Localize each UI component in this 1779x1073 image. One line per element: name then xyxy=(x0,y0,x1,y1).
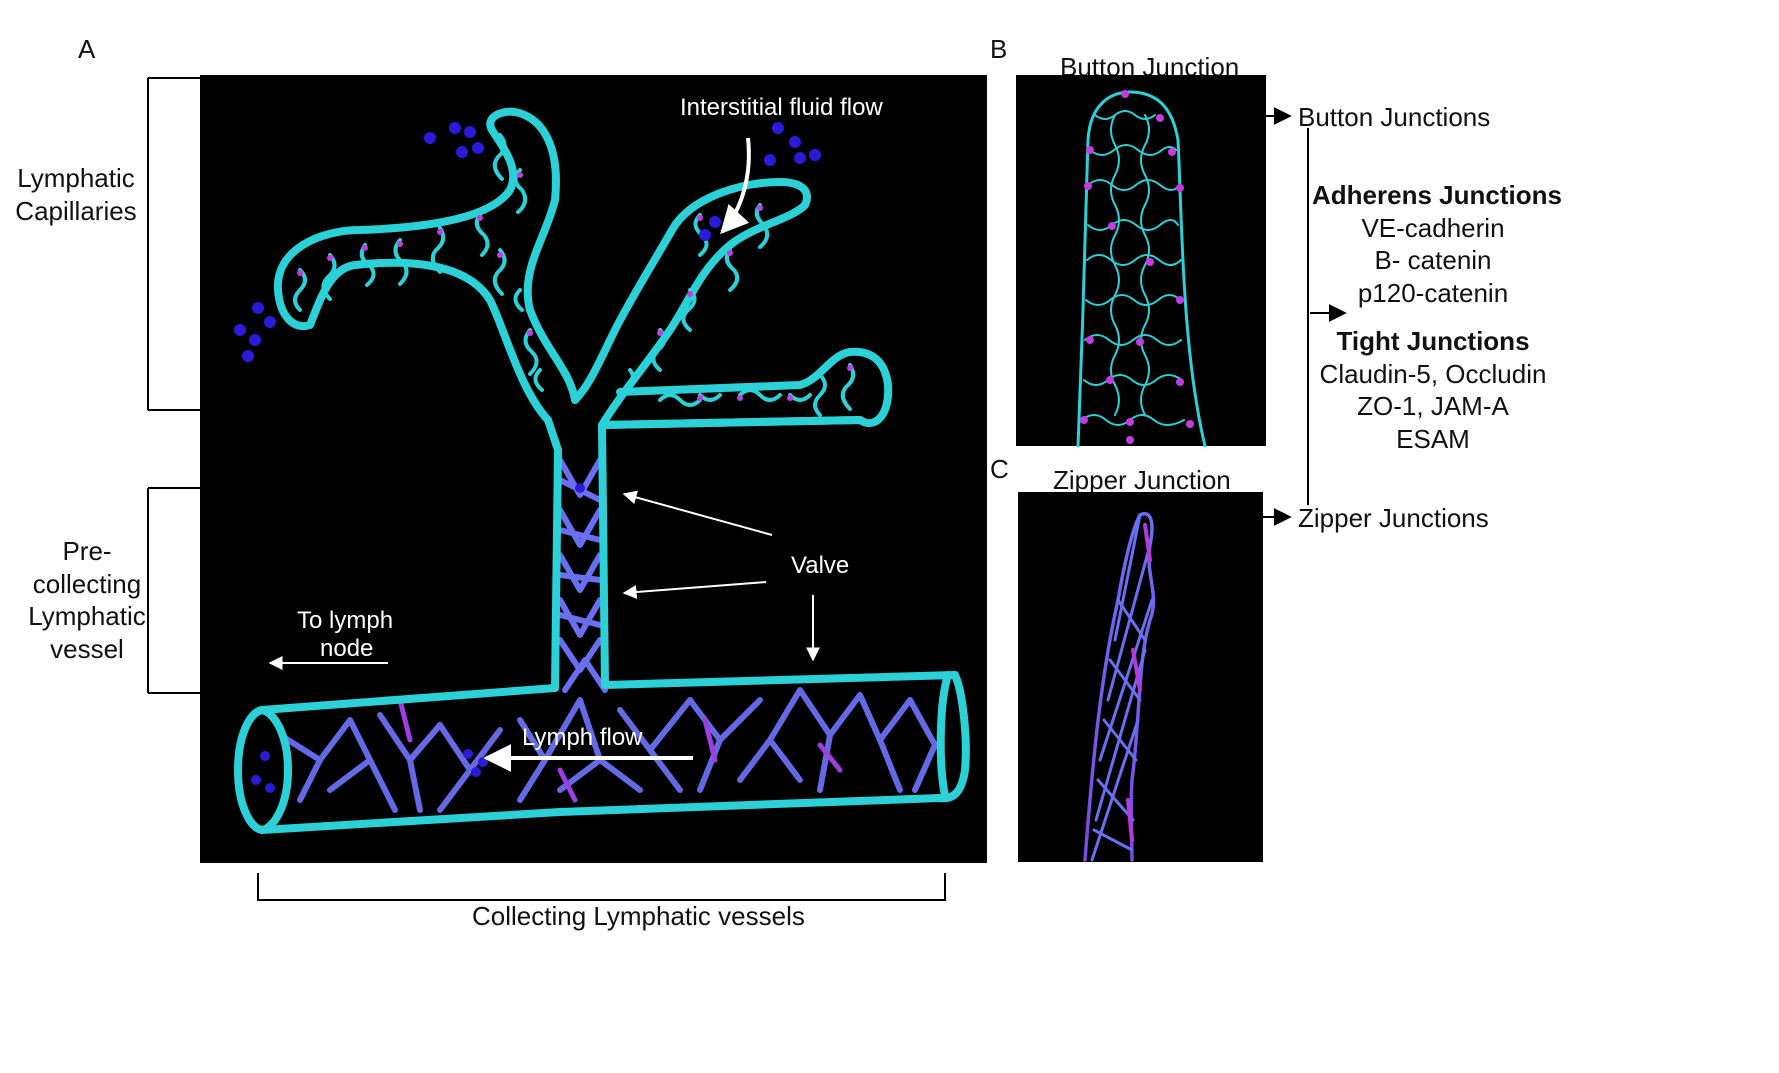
adherens-junctions-list: Adherens Junctions VE-cadherin B- cateni… xyxy=(1312,179,1562,309)
label-lymphatic-capillaries: Lymphatic Capillaries xyxy=(15,163,137,226)
adherens-item: B- catenin xyxy=(1374,245,1492,275)
valve-arrow-upper xyxy=(622,490,773,536)
right-connectors xyxy=(1158,107,1347,526)
button-junction-points xyxy=(1080,90,1194,444)
panel-label-a: A xyxy=(78,34,96,64)
valve-label: Valve xyxy=(791,552,849,579)
interstitial-fluid-flow-label: Interstitial fluid flow xyxy=(680,94,883,121)
adherens-item: VE-cadherin xyxy=(1361,212,1505,243)
panel-label-c: C xyxy=(990,454,1009,484)
bracket-collecting xyxy=(257,873,946,901)
title-zipper-junction: Zipper Junction xyxy=(1053,465,1231,495)
lymphatic-tree xyxy=(234,107,970,834)
adherens-item: p120-catenin xyxy=(1357,277,1509,308)
lymph-flow-label: Lymph flow xyxy=(522,724,643,751)
button-junction-vessel xyxy=(1076,90,1207,448)
tight-junctions-list: Tight Junctions Claudin-5, Occludin ZO-1… xyxy=(1312,325,1554,455)
panel-a-annotations: Interstitial fluid flow Valve To lymph n… xyxy=(268,94,883,772)
panel-label-b: B xyxy=(990,34,1008,64)
label-precollecting-vessel: Pre- collecting Lymphatic vessel xyxy=(28,536,146,664)
bracket-capillaries xyxy=(147,77,200,411)
tight-title: Tight Junctions xyxy=(1336,326,1530,356)
bracket-precollecting xyxy=(147,487,200,694)
interstitial-flow-arrow xyxy=(720,137,751,235)
label-zipper-junctions: Zipper Junctions xyxy=(1298,503,1489,533)
panel-b-background xyxy=(1016,75,1266,446)
zipper-junction-vessel xyxy=(1083,512,1156,862)
adherens-title: Adherens Junctions xyxy=(1312,180,1562,210)
collecting-vessel-hot-junctions xyxy=(397,697,843,803)
tight-item: ESAM xyxy=(1396,423,1470,454)
vessel-outlines xyxy=(234,107,970,834)
label-collecting-vessels: Collecting Lymphatic vessels xyxy=(472,901,805,931)
interstitial-particles xyxy=(234,122,821,793)
label-button-junctions: Button Junctions xyxy=(1298,102,1491,132)
tight-item: ZO-1, JAM-A xyxy=(1357,391,1509,421)
junction-points xyxy=(297,172,853,401)
to-lymph-node-label-line1: To lymph xyxy=(297,607,393,634)
to-lymph-node-label-line2: node xyxy=(320,635,373,662)
valve-arrow-lower xyxy=(622,581,767,600)
tight-item: Claudin-5, Occludin xyxy=(1319,358,1547,389)
